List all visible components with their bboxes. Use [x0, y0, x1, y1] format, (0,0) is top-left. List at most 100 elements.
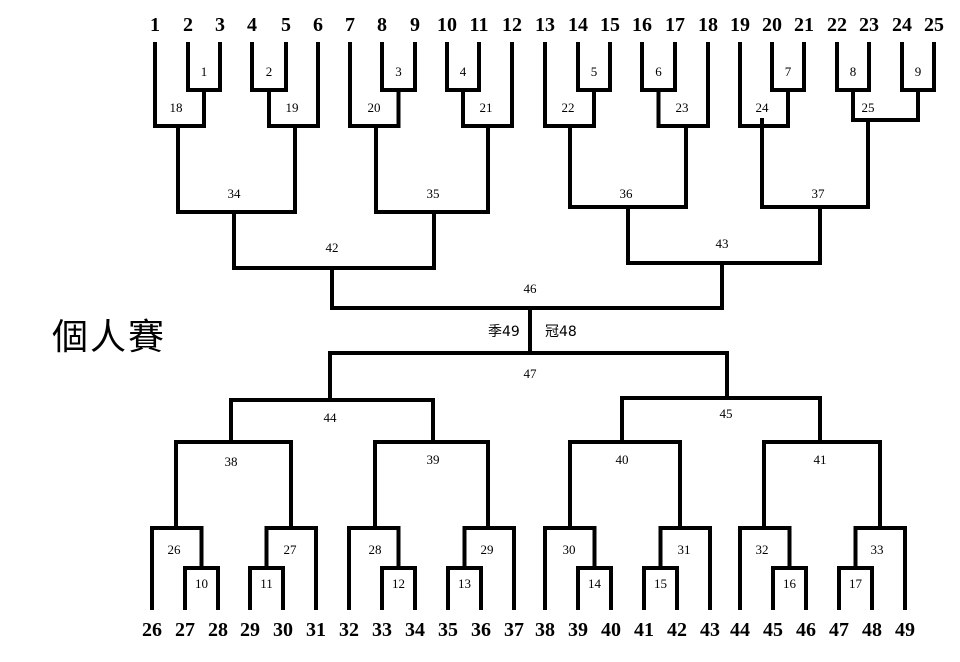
match-line [626, 205, 822, 265]
player-number-bottom: 26 [142, 619, 162, 641]
match-number: 35 [427, 186, 440, 201]
match-number: 15 [654, 576, 667, 591]
player-number-top: 2 [183, 14, 193, 36]
match-line [853, 526, 907, 610]
player-number-top: 25 [924, 14, 944, 36]
match-number: 31 [678, 542, 691, 557]
match-line [174, 440, 293, 530]
player-number-top: 21 [794, 14, 814, 36]
player-number-bottom: 27 [175, 619, 195, 641]
match-number: 20 [368, 100, 381, 115]
match-line [264, 526, 318, 610]
player-number-top: 13 [535, 14, 555, 36]
player-number-top: 1 [150, 14, 160, 36]
bracket-lines [150, 42, 936, 610]
match-line [738, 526, 792, 610]
player-number-top: 7 [345, 14, 355, 36]
match-line [229, 398, 435, 444]
match-number: 14 [588, 576, 602, 591]
player-number-top: 15 [600, 14, 620, 36]
player-number-top: 3 [215, 14, 225, 36]
match-number: 28 [369, 542, 382, 557]
match-line [620, 396, 822, 444]
player-number-bottom: 36 [471, 619, 491, 641]
match-number: 47 [524, 366, 538, 381]
match-number: 9 [915, 64, 922, 79]
match-number: 26 [168, 542, 182, 557]
match-number: 4 [460, 64, 467, 79]
match-line [462, 526, 516, 610]
match-number: 41 [814, 452, 827, 467]
match-number: 23 [676, 100, 689, 115]
match-number: 8 [850, 64, 857, 79]
player-number-bottom: 44 [730, 619, 750, 641]
match-number: 42 [326, 240, 339, 255]
match-number: 3 [395, 64, 402, 79]
match-line [328, 351, 729, 398]
player-number-top: 8 [377, 14, 387, 36]
player-number-bottom: 38 [535, 619, 555, 641]
match-number: 13 [458, 576, 471, 591]
player-number-top: 10 [437, 14, 457, 36]
match-number: 27 [284, 542, 298, 557]
match-number: 24 [756, 100, 770, 115]
player-number-bottom: 47 [829, 619, 849, 641]
match-number: 38 [225, 454, 238, 469]
player-number-bottom: 42 [667, 619, 687, 641]
player-number-top: 18 [698, 14, 718, 36]
match-number: 1 [201, 64, 208, 79]
match-number: 34 [228, 186, 242, 201]
match-number: 40 [616, 452, 629, 467]
player-number-bottom: 39 [568, 619, 588, 641]
match-number: 36 [620, 186, 634, 201]
match-line [656, 42, 710, 128]
player-number-bottom: 41 [634, 619, 654, 641]
player-number-bottom: 32 [339, 619, 359, 641]
match-line [762, 440, 882, 530]
player-number-top: 17 [665, 14, 685, 36]
player-number-bottom: 31 [306, 619, 326, 641]
match-number: 30 [563, 542, 576, 557]
match-number: 33 [871, 542, 884, 557]
player-number-bottom: 46 [796, 619, 816, 641]
player-number-top: 12 [502, 14, 522, 36]
match-line [373, 440, 490, 530]
match-line [330, 261, 724, 310]
match-number: 37 [812, 186, 826, 201]
third-place-label: 季49 [488, 324, 520, 340]
match-number: 18 [170, 100, 183, 115]
player-number-bottom: 48 [862, 619, 882, 641]
player-number-top: 5 [281, 14, 291, 36]
match-number: 45 [720, 406, 733, 421]
match-number: 12 [392, 576, 405, 591]
player-number-top: 22 [827, 14, 847, 36]
match-number: 29 [481, 542, 494, 557]
player-number-bottom: 37 [504, 619, 524, 641]
player-number-bottom: 45 [763, 619, 783, 641]
player-number-bottom: 29 [240, 619, 260, 641]
player-number-bottom: 30 [273, 619, 293, 641]
player-number-bottom: 49 [895, 619, 915, 641]
match-line [347, 526, 401, 610]
match-line [851, 88, 920, 122]
player-number-top: 9 [410, 14, 420, 36]
player-number-top: 14 [568, 14, 588, 36]
match-number: 11 [260, 576, 273, 591]
player-number-bottom: 34 [405, 619, 425, 641]
match-line [658, 526, 712, 610]
player-number-bottom: 33 [372, 619, 392, 641]
match-number: 19 [286, 100, 299, 115]
match-number: 7 [785, 64, 792, 79]
player-number-top: 20 [762, 14, 782, 36]
player-number-top: 4 [247, 14, 257, 36]
match-number: 16 [783, 576, 797, 591]
player-number-top: 6 [313, 14, 323, 36]
match-number: 39 [427, 452, 440, 467]
champion-label: 冠48 [545, 324, 577, 340]
player-number-top: 11 [470, 14, 489, 36]
player-number-top: 19 [730, 14, 750, 36]
match-number: 21 [480, 100, 493, 115]
player-number-top: 16 [632, 14, 652, 36]
